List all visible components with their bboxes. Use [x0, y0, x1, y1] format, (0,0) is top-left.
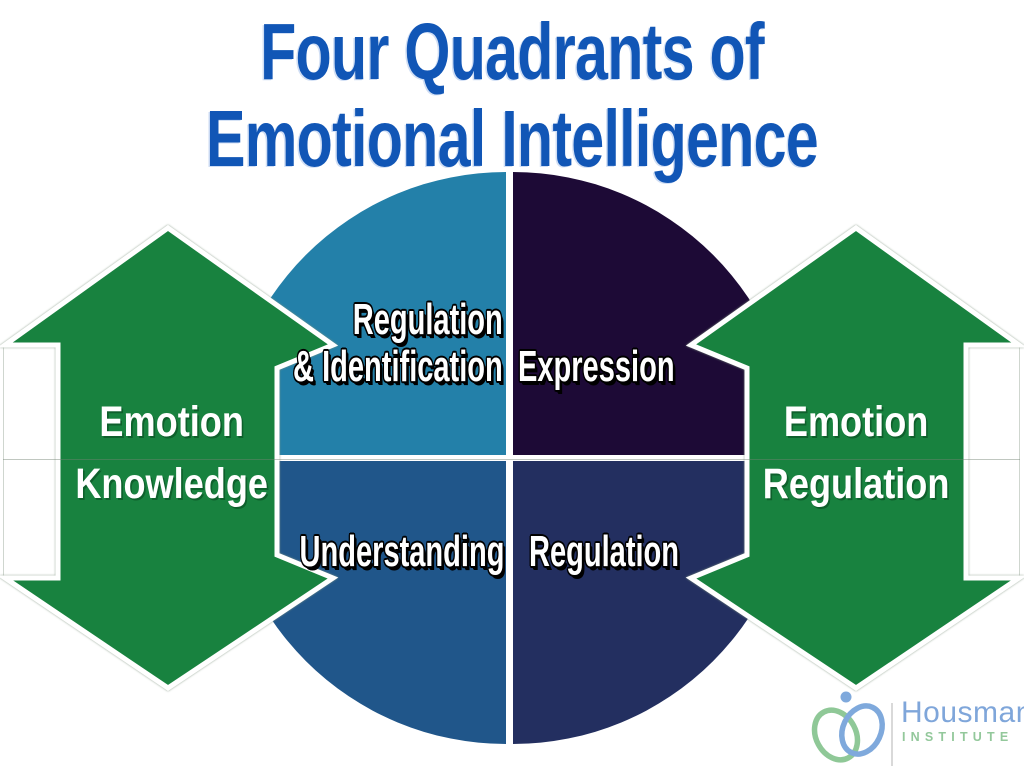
- label-right-arrow-line-2: Regulation: [762, 460, 950, 508]
- label-top-left-line-1: Regulation: [352, 295, 503, 344]
- butterfly-head-dot: [840, 691, 852, 703]
- butterfly-left-wing: [811, 707, 861, 763]
- logo-brand-text: Housman: [901, 696, 1024, 729]
- logo-sub-text: INSTITUTE: [902, 730, 1014, 744]
- label-bottom-left-quadrant: Understanding: [194, 528, 504, 575]
- housman-institute-logo: Housman INSTITUTE: [800, 686, 1024, 768]
- label-top-left-quadrant: Regulation & Identification: [185, 296, 503, 390]
- label-bottom-left-text: Understanding: [299, 527, 504, 576]
- page-title-line-1: Four Quadrants of: [260, 7, 765, 96]
- label-top-right-quadrant: Expression: [518, 343, 755, 390]
- label-top-right-text: Expression: [518, 342, 675, 391]
- label-bottom-right-text: Regulation: [529, 527, 680, 576]
- label-top-left-line-2: & Identification: [293, 342, 503, 391]
- butterfly-right-wing: [839, 703, 885, 757]
- quadrant-top-left-shape: [223, 172, 506, 455]
- label-bottom-right-quadrant: Regulation: [529, 528, 756, 575]
- label-left-arrow: Emotion Knowledge: [22, 391, 322, 515]
- quadrant-top-right-shape: [513, 172, 796, 455]
- label-left-arrow-line-2: Knowledge: [75, 460, 269, 508]
- quadrant-bottom-left-shape: [223, 461, 506, 744]
- page-title: Four Quadrants of Emotional Intelligence: [133, 0, 891, 182]
- right-double-arrow-shape: [685, 224, 1024, 692]
- butterfly-icon: [811, 691, 885, 763]
- logo-divider: [891, 703, 893, 766]
- left-bar-notch: [3, 345, 59, 578]
- quadrant-bottom-right-shape: [513, 461, 796, 744]
- left-double-arrow-shape: [0, 224, 339, 692]
- label-right-arrow-line-1: Emotion: [783, 398, 929, 446]
- page-title-line-2: Emotional Intelligence: [205, 94, 819, 183]
- label-right-arrow: Emotion Regulation: [706, 391, 1006, 515]
- row-divider-line: [3, 459, 1020, 460]
- label-left-arrow-line-1: Emotion: [99, 398, 245, 446]
